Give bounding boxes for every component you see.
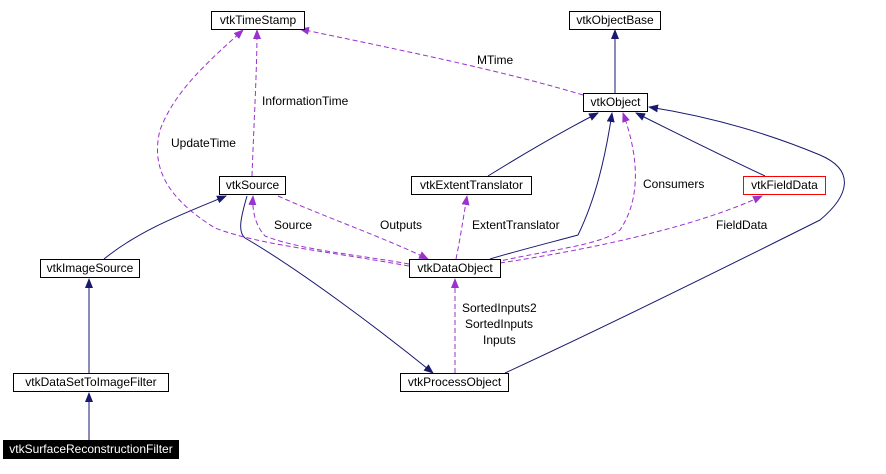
edge-imagesource-to-source	[103, 195, 227, 260]
label-consumers: Consumers	[643, 177, 705, 191]
edge-source-to-processobject	[240, 195, 434, 374]
edge-outputs	[277, 195, 429, 260]
edge-updatetime	[156, 29, 410, 267]
node-vtksource[interactable]: vtkSource	[219, 176, 286, 195]
edge-mtime	[299, 26, 584, 96]
label-source: Source	[274, 218, 313, 232]
edge-source	[248, 195, 410, 265]
label-sortedinputs: SortedInputs	[465, 317, 534, 331]
edge-processobject-to-object	[504, 104, 845, 374]
label-mtime: MTime	[477, 53, 514, 67]
node-vtkprocessobject[interactable]: vtkProcessObject	[400, 373, 509, 392]
edge-fielddata-to-object	[635, 112, 766, 177]
label-informationtime: InformationTime	[262, 94, 349, 108]
node-vtkobjectbase[interactable]: vtkObjectBase	[569, 11, 661, 30]
edge-extenttranslator-to-object	[487, 112, 599, 177]
label-extenttranslator: ExtentTranslator	[472, 218, 560, 232]
label-outputs: Outputs	[380, 218, 423, 232]
label-sortedinputs2: SortedInputs2	[462, 301, 537, 315]
node-vtktimestamp[interactable]: vtkTimeStamp	[211, 11, 305, 30]
label-fielddata: FieldData	[716, 218, 768, 232]
node-vtkdataobject[interactable]: vtkDataObject	[409, 259, 501, 278]
node-vtksurfacereconstructionfilter: vtkSurfaceReconstructionFilter	[3, 440, 179, 459]
label-updatetime: UpdateTime	[171, 136, 236, 150]
edge-informationtime	[251, 29, 261, 177]
node-vtkdatasettoimagefilter[interactable]: vtkDataSetToImageFilter	[13, 373, 169, 392]
node-vtkimagesource[interactable]: vtkImageSource	[40, 259, 140, 278]
label-inputs: Inputs	[483, 333, 516, 347]
edge-extenttranslator	[455, 195, 470, 260]
edge-dataobject-to-object	[489, 112, 615, 260]
node-vtkextenttranslator[interactable]: vtkExtentTranslator	[411, 176, 532, 195]
node-vtkobject[interactable]: vtkObject	[583, 93, 648, 112]
node-vtkfielddata[interactable]: vtkFieldData	[743, 176, 826, 195]
edge-fielddata	[499, 195, 763, 264]
edge-consumers	[494, 112, 636, 263]
